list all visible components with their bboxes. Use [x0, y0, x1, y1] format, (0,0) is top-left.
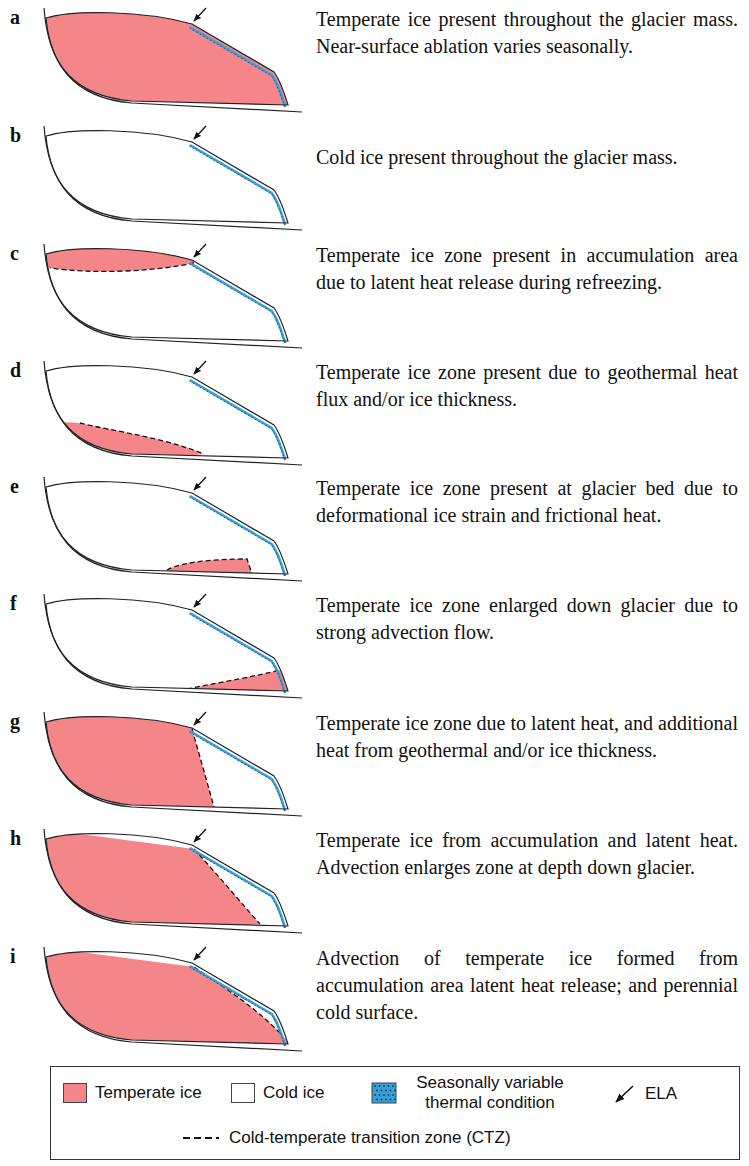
legend-pattern	[371, 1082, 397, 1104]
panel-description: Temperate ice zone present in accumulati…	[316, 242, 738, 296]
legend-text: Cold ice	[263, 1083, 324, 1103]
panel-letter: e	[10, 475, 19, 498]
glacier-sketch	[42, 361, 302, 471]
panel-description: Temperate ice zone due to latent heat, a…	[316, 710, 738, 764]
panel-letter: d	[10, 359, 21, 382]
legend-text: Cold-temperate transition zone (CTZ)	[229, 1128, 511, 1148]
legend-item: Temperate ice	[63, 1083, 202, 1103]
panel-description: Temperate ice present throughout the gla…	[316, 6, 738, 60]
legend-ela-arrow	[611, 1083, 637, 1105]
panel-letter: f	[10, 592, 17, 615]
panel-description: Temperate ice zone present at glacier be…	[316, 475, 738, 529]
panel-letter: i	[10, 945, 16, 968]
glacier-sketch	[42, 712, 302, 822]
legend-dash-line	[181, 1127, 221, 1149]
glacier-sketch	[37, 239, 302, 348]
legend-swatch	[231, 1083, 255, 1103]
panel-letter: a	[10, 6, 20, 29]
glacier-sketch	[42, 829, 302, 939]
legend-item: ELA	[611, 1083, 677, 1105]
legend-text: ELA	[645, 1084, 677, 1104]
legend-text: Seasonally variable thermal condition	[405, 1073, 575, 1113]
panel-description: Cold ice present throughout the glacier …	[316, 144, 738, 171]
legend-item: Seasonally variable thermal condition	[371, 1073, 575, 1113]
glacier-sketch	[44, 477, 302, 587]
panel-letter: g	[10, 710, 20, 733]
legend-text: Temperate ice	[95, 1083, 202, 1103]
panel-letter: c	[10, 242, 19, 265]
panel-letter: b	[10, 124, 21, 147]
legend-box: Temperate ice Cold ice Seasonally variable…	[50, 1066, 740, 1160]
glacier-sketch	[44, 594, 302, 704]
legend-item: Cold ice	[231, 1083, 324, 1103]
panel-letter: h	[10, 827, 21, 850]
legend-item: Cold-temperate transition zone (CTZ)	[181, 1127, 511, 1149]
glacier-sketch	[37, 3, 312, 128]
panel-description: Advection of temperate ice formed from a…	[316, 945, 738, 1026]
panel-description: Temperate ice zone enlarged down glacier…	[316, 592, 738, 646]
panel-description: Temperate ice zone present due to geothe…	[316, 359, 738, 413]
glacier-sketch	[42, 947, 302, 1057]
legend-swatch	[63, 1083, 87, 1103]
panel-description: Temperate ice from accumulation and late…	[316, 827, 738, 881]
glacier-sketch	[44, 126, 302, 230]
